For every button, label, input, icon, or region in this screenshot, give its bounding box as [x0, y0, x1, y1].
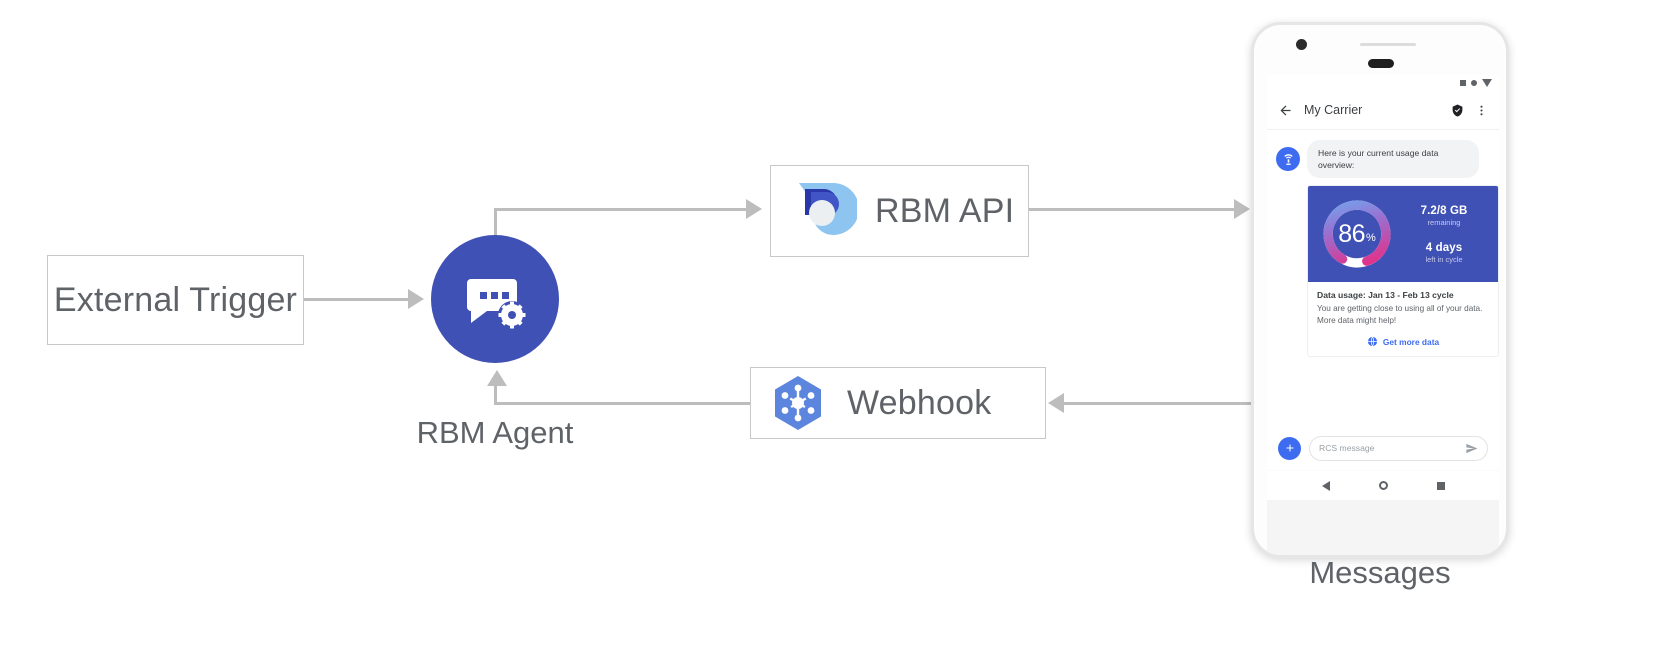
phone-bottom-fill — [1267, 500, 1499, 555]
data-remaining-label: remaining — [1427, 217, 1461, 227]
app-bar: My Carrier — [1267, 91, 1499, 130]
plus-icon[interactable] — [1278, 436, 1301, 460]
get-more-data-label: Get more data — [1382, 336, 1440, 347]
rbm-api-box[interactable]: RBM API — [770, 165, 1029, 257]
phone-top-bezel — [1254, 25, 1506, 75]
days-left-value: 4 days — [1425, 241, 1463, 254]
gauge-value: 86 % — [1318, 195, 1396, 273]
rich-card-title: Data usage: Jan 13 - Feb 13 cycle — [1317, 290, 1454, 301]
external-trigger-box[interactable]: External Trigger — [47, 255, 304, 345]
message-composer: RCS message — [1267, 426, 1499, 470]
arrow-trigger-to-agent — [408, 289, 424, 309]
speaker-line — [1360, 43, 1416, 46]
usage-panel: 86 % 7.2/8 GB remaining 4 days left in c… — [1308, 186, 1498, 283]
get-more-data-button[interactable]: Get more data — [1317, 336, 1489, 347]
messages-label: Messages — [1309, 555, 1451, 590]
gauge-arc — [1323, 200, 1391, 268]
cloud-functions-hexagon-icon — [775, 376, 821, 430]
rbm-agent-label: RBM Agent — [416, 415, 574, 450]
send-icon[interactable] — [1465, 442, 1478, 455]
android-nav-bar — [1267, 470, 1499, 500]
rich-card-description: You are getting close to using all of yo… — [1317, 304, 1483, 326]
recents-nav-icon[interactable] — [1436, 481, 1445, 490]
rbm-agent-node[interactable] — [431, 235, 559, 363]
connector-agent-up — [494, 208, 497, 256]
agent-message-text: Here is your current usage data overview… — [1307, 140, 1479, 179]
data-remaining-value: 7.2/8 GB — [1420, 204, 1468, 217]
conversation-area: Here is your current usage data overview… — [1267, 130, 1499, 358]
arrow-webhook-to-agent — [487, 370, 507, 386]
rich-card[interactable]: 86 % 7.2/8 GB remaining 4 days left in c… — [1307, 185, 1499, 358]
usage-gauge: 86 % — [1318, 195, 1396, 273]
back-arrow-icon[interactable] — [1278, 103, 1293, 118]
webhook-box[interactable]: Webhook — [750, 367, 1046, 439]
connector-rbmapi-to-phone — [1029, 208, 1234, 211]
external-trigger-label: External Trigger — [53, 280, 298, 319]
carrier-antenna-icon — [1276, 147, 1300, 171]
gauge-percent-symbol: % — [1366, 232, 1376, 245]
rich-card-body: Data usage: Jan 13 - Feb 13 cycle You ar… — [1308, 282, 1498, 356]
rbm-api-icon — [799, 183, 857, 235]
verified-shield-icon[interactable] — [1451, 104, 1464, 117]
earpiece-icon — [1368, 59, 1394, 68]
phone-mockup: My Carrier — [1251, 22, 1509, 558]
front-camera-icon — [1296, 39, 1307, 50]
connector-agent-up-from-webhook — [494, 386, 497, 404]
webhook-label: Webhook — [847, 383, 992, 422]
circle-icon — [1471, 80, 1477, 86]
arrow-rbmapi-to-phone — [1234, 199, 1250, 219]
arrow-phone-to-webhook — [1048, 393, 1064, 413]
home-nav-icon[interactable] — [1378, 481, 1388, 490]
agent-message-row: Here is your current usage data overview… — [1276, 140, 1490, 179]
status-bar — [1267, 75, 1499, 91]
usage-stats: 7.2/8 GB remaining 4 days left in cycle — [1396, 205, 1492, 264]
rcs-message-placeholder: RCS message — [1319, 443, 1375, 453]
gauge-percent-number: 86 — [1338, 219, 1366, 248]
globe-icon — [1367, 336, 1377, 347]
chat-gear-icon — [467, 279, 526, 329]
triangle-down-icon — [1482, 79, 1492, 87]
app-bar-title: My Carrier — [1304, 103, 1363, 117]
connector-webhook-to-agent — [494, 402, 750, 405]
days-left-label: left in cycle — [1425, 254, 1463, 264]
stat-spacer — [1396, 227, 1492, 242]
phone-screen: My Carrier — [1267, 75, 1499, 500]
back-nav-icon[interactable] — [1321, 480, 1330, 491]
arrow-agent-to-rbmapi — [746, 199, 762, 219]
connector-trigger-to-agent — [304, 298, 408, 301]
connector-phone-to-webhook — [1064, 402, 1254, 405]
overflow-menu-icon[interactable] — [1475, 104, 1488, 117]
rcs-message-input[interactable]: RCS message — [1309, 435, 1488, 461]
rbm-api-label: RBM API — [875, 191, 1015, 230]
connector-agent-to-rbmapi — [494, 208, 746, 211]
square-icon — [1460, 80, 1466, 86]
